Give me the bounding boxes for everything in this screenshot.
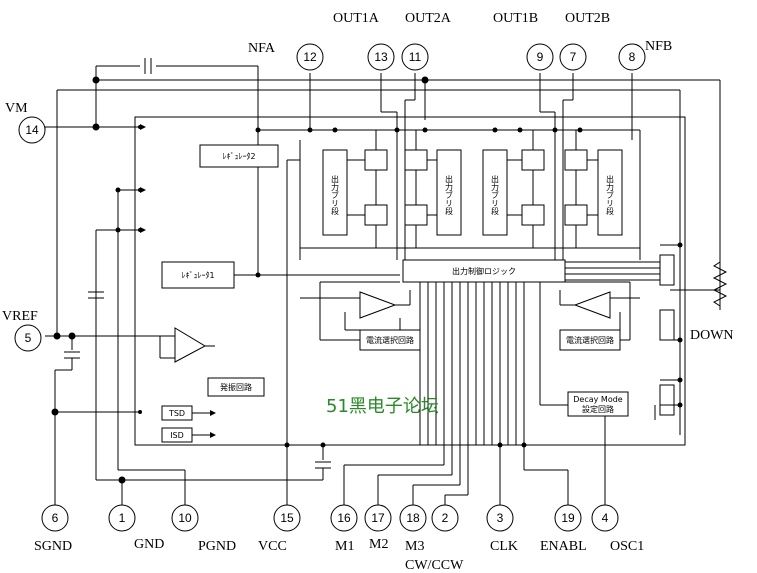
- right-transistors: [659, 254, 675, 416]
- oscillator-block: [207, 377, 265, 397]
- svg-text:13: 13: [374, 50, 388, 64]
- h-bridge-transistors: [347, 130, 598, 248]
- svg-text:4: 4: [602, 511, 609, 525]
- down-label: DOWN: [690, 328, 734, 343]
- svg-text:2: 2: [442, 511, 449, 525]
- output-stage-label-4: 出力ブリ段: [606, 174, 615, 216]
- svg-text:9: 9: [537, 50, 544, 64]
- svg-text:19: 19: [561, 511, 575, 525]
- output-stage-label-1: 出力ブリ段: [331, 174, 340, 216]
- pin-3-label: CLK: [490, 539, 518, 554]
- svg-text:8: 8: [629, 50, 636, 64]
- junction-dots: [51, 76, 683, 484]
- pin-13: 13: [367, 43, 395, 71]
- pin-7-label: OUT2B: [565, 11, 610, 26]
- current-select-a-block: [359, 329, 421, 351]
- regulator2-block: [199, 144, 279, 168]
- pin-19: 19: [554, 504, 582, 532]
- bus-arrows: [140, 124, 146, 233]
- output-logic-block: [402, 259, 566, 283]
- decay-mode-line1: Decay Mode: [573, 395, 623, 404]
- pin-17: 17: [364, 504, 392, 532]
- comparator-a: [359, 291, 397, 319]
- pin-leads: [44, 127, 46, 130]
- down-resistor: [712, 261, 728, 307]
- pin-8: 8: [618, 43, 646, 71]
- wiring: [45, 58, 721, 505]
- pin-14: 14: [18, 116, 46, 144]
- pin-6-label: SGND: [34, 539, 72, 554]
- pin-19-label: ENABL: [540, 539, 587, 554]
- pin-1: 1: [108, 504, 136, 532]
- watermark: 51黑电子论坛: [326, 396, 439, 417]
- regulator1-block: [161, 261, 235, 289]
- output-stage-blocks: 出力ブリ段 出力ブリ段 出力ブリ段 出力ブリ段: [322, 149, 623, 236]
- pin-10-label: PGND: [198, 539, 236, 554]
- decay-mode-block: [567, 391, 629, 417]
- pin-2: 2: [431, 504, 459, 532]
- output-stage-label-2: 出力ブリ段: [445, 174, 454, 216]
- pin-13-label: OUT1A: [333, 11, 380, 26]
- svg-text:6: 6: [52, 511, 59, 525]
- pin-2-label: CW/CCW: [405, 558, 464, 573]
- pin-18-label: M3: [405, 539, 424, 554]
- pin-9-label: OUT1B: [493, 11, 538, 26]
- pin-12-label: NFA: [248, 41, 276, 56]
- pin-15-label: VCC: [258, 539, 287, 554]
- pin-11-label: OUT2A: [405, 11, 452, 26]
- regulator1-label: ﾚｷﾞｭﾚｰﾀ1: [181, 271, 214, 280]
- svg-text:17: 17: [371, 511, 385, 525]
- vref-amplifier: [174, 327, 207, 363]
- svg-text:1: 1: [119, 511, 126, 525]
- svg-text:10: 10: [178, 511, 192, 525]
- svg-text:16: 16: [337, 511, 351, 525]
- svg-text:3: 3: [497, 511, 504, 525]
- pin-14-label: VM: [5, 101, 28, 116]
- current-select-b-label: 電流選択回路: [566, 335, 614, 345]
- output-stage-label-3: 出力ブリ段: [491, 174, 500, 216]
- svg-text:15: 15: [280, 511, 294, 525]
- pin-5-label: VREF: [2, 309, 38, 324]
- isd-label: ISD: [170, 431, 184, 440]
- svg-text:14: 14: [25, 123, 39, 137]
- current-select-b-block: [559, 329, 621, 351]
- svg-text:12: 12: [303, 50, 317, 64]
- pin-4-label: OSC1: [610, 539, 644, 554]
- current-select-a-label: 電流選択回路: [366, 335, 414, 345]
- pin-16: 16: [330, 504, 358, 532]
- pin-6: 6: [41, 504, 69, 532]
- comparator-b: [573, 291, 611, 319]
- pin-1-label: GND: [134, 537, 164, 552]
- decay-mode-line2: 設定回路: [582, 404, 614, 414]
- svg-text:5: 5: [25, 331, 32, 345]
- pin-7: 7: [559, 43, 587, 71]
- pin-8-label: NFB: [645, 39, 672, 54]
- pin-10: 10: [171, 504, 199, 532]
- pin-12: 12: [296, 43, 324, 71]
- tsd-label: TSD: [168, 409, 185, 418]
- svg-text:18: 18: [406, 511, 420, 525]
- oscillator-label: 発振回路: [220, 382, 252, 392]
- svg-text:7: 7: [570, 50, 577, 64]
- pin-5: 5: [14, 324, 42, 352]
- pin-3: 3: [486, 504, 514, 532]
- pin-15: 15: [273, 504, 301, 532]
- pin-4: 4: [591, 504, 619, 532]
- output-logic-label: 出力制御ロジック: [452, 266, 516, 276]
- pin-17-label: M2: [369, 537, 388, 552]
- svg-text:11: 11: [409, 50, 422, 64]
- pin-18: 18: [399, 504, 427, 532]
- regulator2-label: ﾚｷﾞｭﾚｰﾀ2: [222, 152, 255, 161]
- pin-9: 9: [526, 43, 554, 71]
- pin-11: 11: [401, 43, 429, 71]
- pin-16-label: M1: [335, 539, 354, 554]
